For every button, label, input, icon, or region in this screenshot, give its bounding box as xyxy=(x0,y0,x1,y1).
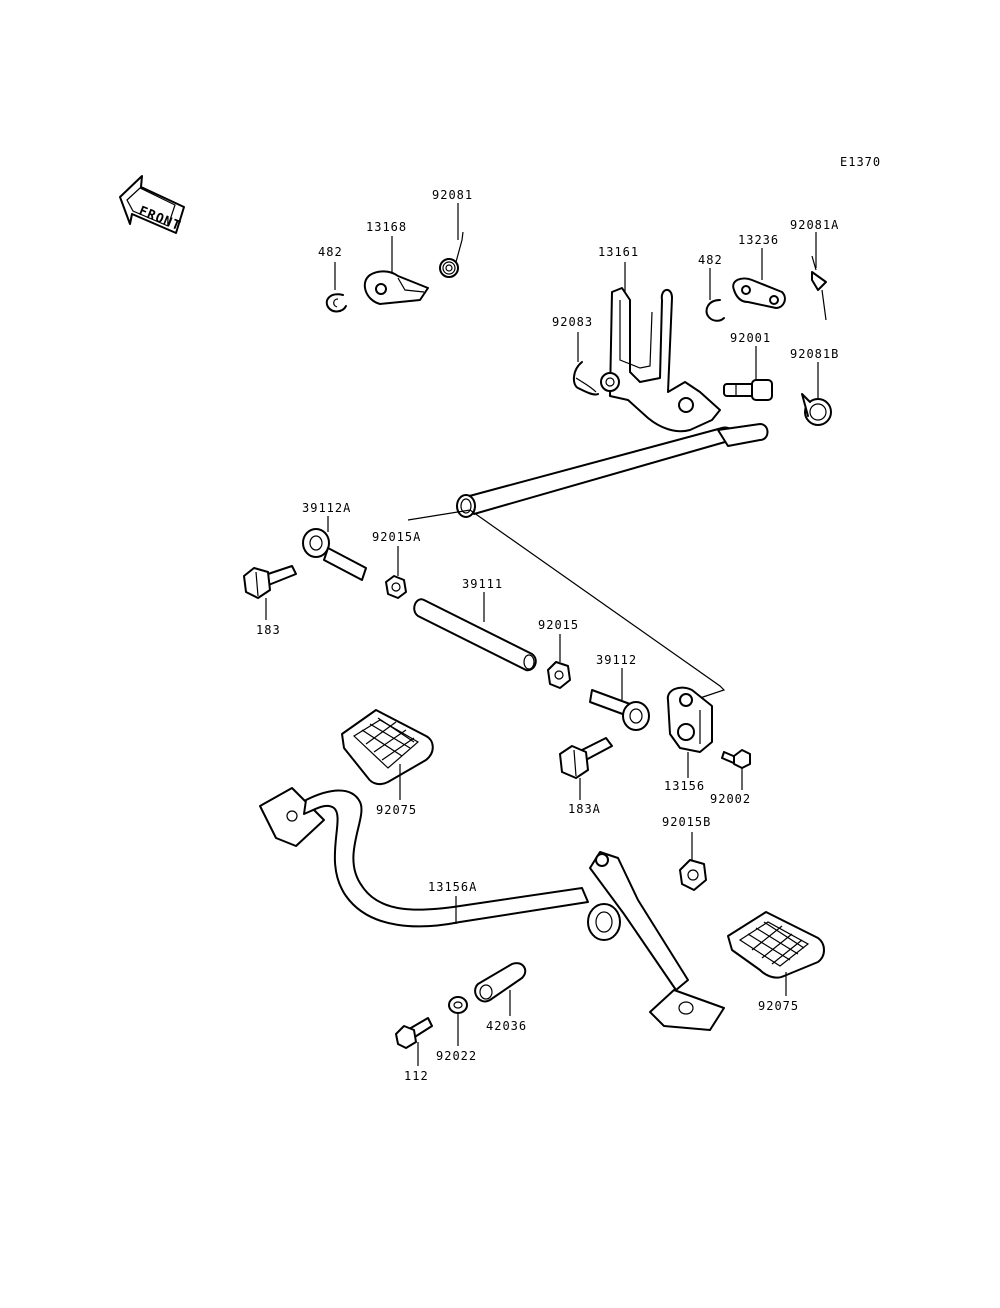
label-13161: 13161 xyxy=(598,245,639,259)
label-183: 183 xyxy=(256,623,281,637)
nut-92015A xyxy=(385,575,407,599)
lever-13156 xyxy=(666,686,713,753)
label-92001: 92001 xyxy=(730,331,771,345)
label-92015: 92015 xyxy=(538,618,579,632)
pin-92001 xyxy=(723,379,773,401)
bolt-112 xyxy=(395,1017,433,1049)
rod-39111 xyxy=(413,598,537,672)
pedal-pad-92075-top xyxy=(341,709,434,786)
shift-arm-13161 xyxy=(600,287,721,433)
spring-92081A xyxy=(811,255,827,321)
brake-pedal-13156A xyxy=(259,787,725,1031)
rod-end-39112A xyxy=(302,528,367,581)
pedal-pad-92075-bottom xyxy=(727,911,825,979)
label-92075-top: 92075 xyxy=(376,803,417,817)
assembly-bracket-line xyxy=(407,509,726,701)
label-13168: 13168 xyxy=(366,220,407,234)
label-92015A: 92015A xyxy=(372,530,421,544)
plate-13236 xyxy=(732,277,786,309)
label-92081A: 92081A xyxy=(790,218,839,232)
label-13156A: 13156A xyxy=(428,880,477,894)
label-92081: 92081 xyxy=(432,188,473,202)
spring-clip-92083 xyxy=(572,361,599,396)
sleeve-42036 xyxy=(474,962,527,1003)
label-482-left: 482 xyxy=(318,245,343,259)
label-92022: 92022 xyxy=(436,1049,477,1063)
shift-shaft xyxy=(456,423,769,518)
front-arrow-icon: FRONT xyxy=(119,175,185,234)
nut-92015B xyxy=(679,859,707,891)
label-42036: 42036 xyxy=(486,1019,527,1033)
label-92083: 92083 xyxy=(552,315,593,329)
circlip-482-left xyxy=(325,293,347,313)
nut-92015 xyxy=(547,661,571,689)
label-183A: 183A xyxy=(568,802,601,816)
label-39111: 39111 xyxy=(462,577,503,591)
bolt-183 xyxy=(243,565,297,599)
plate-13168 xyxy=(363,270,429,305)
label-482-right: 482 xyxy=(698,253,723,267)
spring-92081 xyxy=(439,231,464,278)
label-92081B: 92081B xyxy=(790,347,839,361)
label-13236: 13236 xyxy=(738,233,779,247)
circlip-482-right xyxy=(705,299,725,322)
spring-92081B xyxy=(801,393,832,426)
label-92075-bottom: 92075 xyxy=(758,999,799,1013)
label-92015B: 92015B xyxy=(662,815,711,829)
diagram-code: E1370 xyxy=(840,155,881,169)
rod-end-39112 xyxy=(589,689,650,731)
label-13156: 13156 xyxy=(664,779,705,793)
label-92002: 92002 xyxy=(710,792,751,806)
bolt-183A xyxy=(559,737,613,779)
label-39112A: 39112A xyxy=(302,501,351,515)
label-112: 112 xyxy=(404,1069,429,1083)
label-39112: 39112 xyxy=(596,653,637,667)
bolt-92002 xyxy=(721,749,751,769)
washer-92022 xyxy=(448,996,468,1014)
